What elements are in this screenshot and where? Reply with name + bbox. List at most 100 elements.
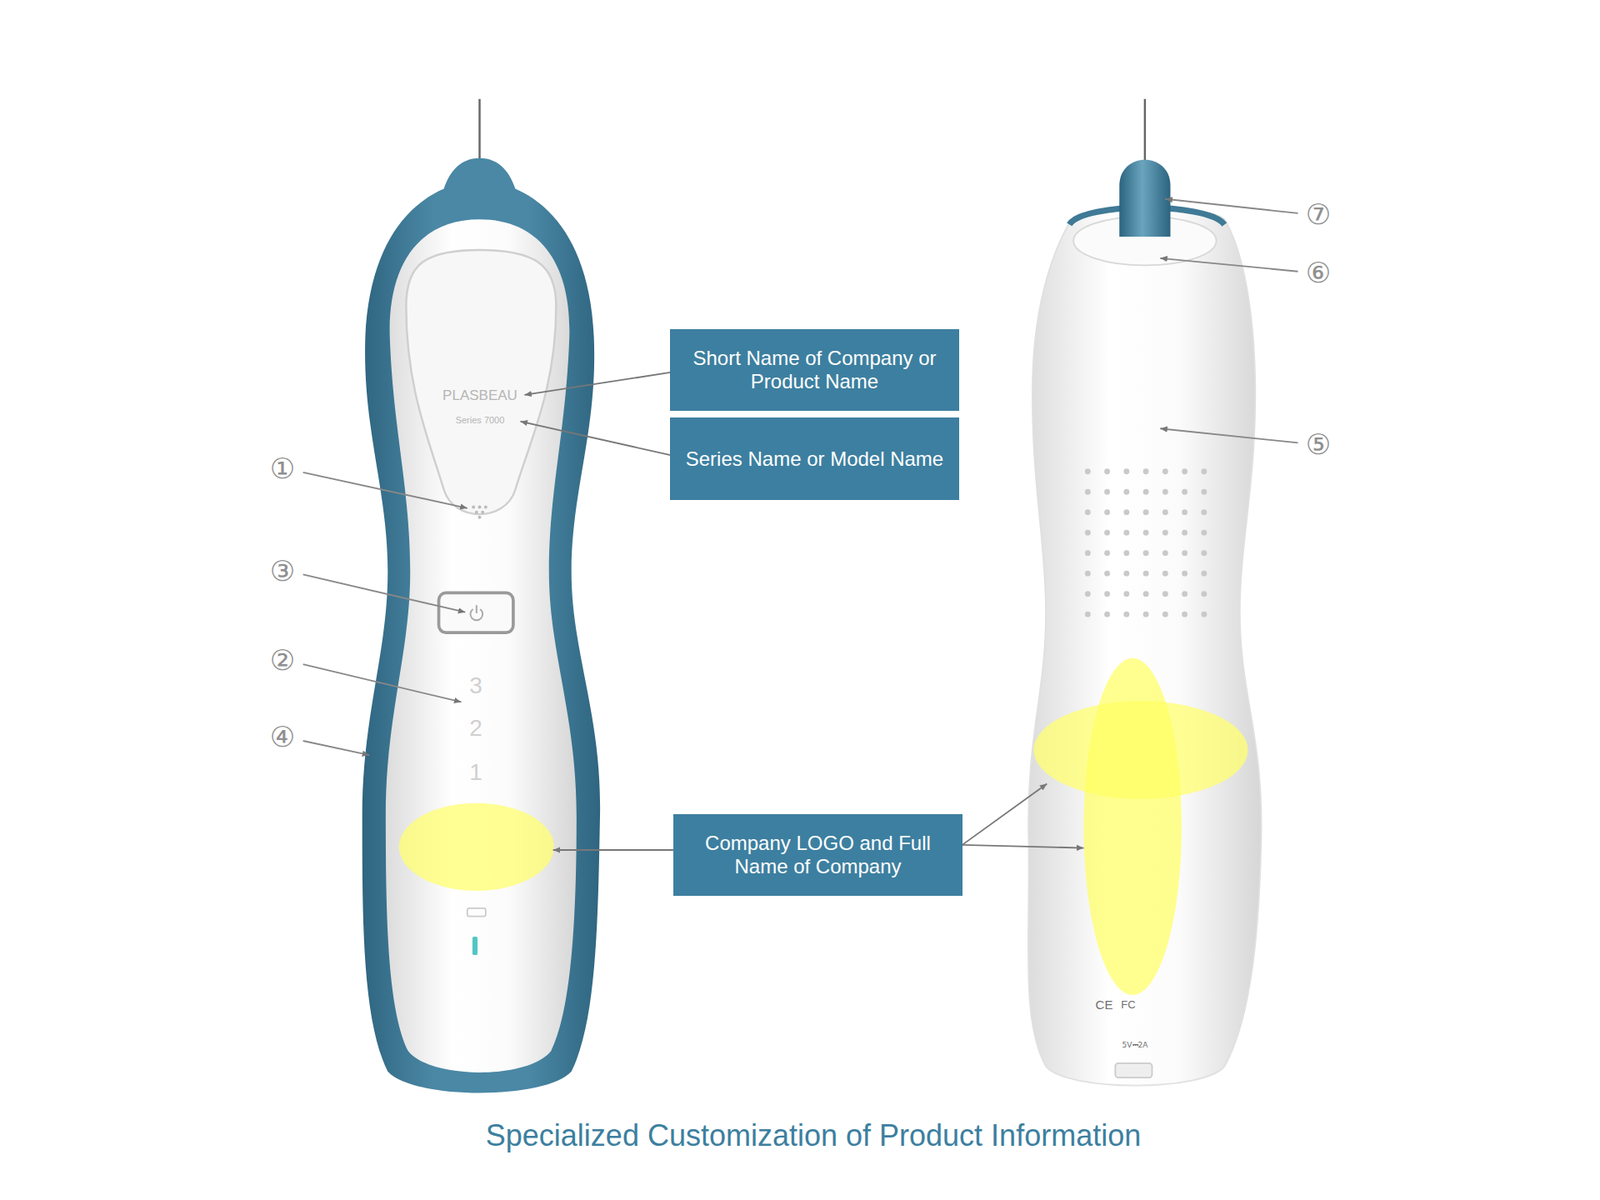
vent-hole [1143, 570, 1150, 577]
callout-number: ② [270, 645, 295, 676]
callout-leaders [303, 199, 1299, 755]
level-number: 1 [469, 760, 483, 786]
vent-hole [1104, 530, 1110, 536]
indicator-led [472, 936, 478, 955]
vent-hole [1123, 611, 1130, 618]
vent-hole [1104, 590, 1110, 597]
product-name: PLASBEAU [442, 388, 518, 405]
vent-hole [1181, 509, 1188, 515]
vent-hole [1123, 509, 1130, 515]
vent-hole [1181, 590, 1188, 597]
vent-hole [1104, 509, 1110, 515]
vent-hole [1181, 489, 1188, 495]
vent-hole [1200, 590, 1207, 597]
callout-number: ⑥ [1305, 257, 1331, 289]
back-view [1028, 99, 1262, 1086]
box-label: Company LOGO and Full Name of Company [685, 831, 951, 878]
label-box: Company LOGO and Full Name of Company [673, 814, 963, 896]
vent-hole [1085, 590, 1091, 597]
vent-hole [1104, 550, 1110, 556]
vent-holes [1085, 468, 1207, 617]
caption: Specialized Customization of Product Inf… [485, 1119, 1141, 1153]
vent-hole [1085, 570, 1091, 577]
vent-hole [1123, 530, 1130, 536]
vent-hole [1200, 570, 1207, 577]
callout-number: ④ [270, 721, 295, 753]
vent-hole [1143, 509, 1150, 515]
vent-hole [1104, 468, 1110, 475]
vent-hole [1162, 611, 1169, 618]
box-label: Short Name of Company or Product Name [681, 346, 948, 393]
needle [1144, 99, 1146, 164]
vent-hole [1123, 590, 1130, 597]
vent-hole [1123, 468, 1130, 475]
power-rating: 5V⎓2A [1122, 1041, 1149, 1050]
callout-number: ① [270, 453, 295, 485]
white-housing [1028, 207, 1262, 1085]
logo-area [1083, 658, 1182, 995]
vent-hole [1162, 550, 1169, 556]
vent-hole [1162, 570, 1169, 577]
needle [478, 99, 480, 164]
label-box: Series Name or Model Name [670, 417, 960, 500]
vent-hole [1181, 530, 1188, 536]
callout-number: ⑦ [1305, 199, 1331, 230]
lens-window [405, 250, 556, 515]
power-button [439, 592, 514, 633]
vent-hole [1181, 611, 1188, 618]
certification-mark: FC [1120, 999, 1135, 1011]
white-panel [385, 219, 577, 1073]
box-text: Company LOGO and Full Name of Company [685, 831, 951, 878]
vent-hole [1200, 530, 1207, 536]
vent-hole [1123, 489, 1130, 495]
vent-hole [1104, 611, 1110, 618]
box-label: Series Name or Model Name [685, 447, 944, 471]
series-name: Series 7000 [455, 415, 505, 425]
vent-hole [1085, 468, 1091, 475]
box-leaders [520, 372, 1084, 850]
certification-mark: CE [1095, 998, 1114, 1013]
vent-hole [1143, 489, 1150, 495]
vent-hole [1162, 468, 1169, 475]
vent-hole [1085, 611, 1091, 618]
label-box: Short Name of Company or Product Name [670, 329, 960, 411]
logo-area [399, 803, 555, 891]
vent-hole [1085, 550, 1091, 556]
callout-number: ⑤ [1305, 429, 1331, 460]
vent-hole [1181, 550, 1188, 556]
sensor-icon [471, 505, 488, 520]
vent-hole [1162, 489, 1169, 495]
blue-housing [362, 158, 600, 1094]
callout-number: ③ [270, 555, 295, 587]
vent-hole [1200, 489, 1207, 495]
vent-hole [1104, 489, 1110, 495]
vent-hole [1162, 509, 1169, 515]
vent-hole [1200, 509, 1207, 515]
vent-hole [1143, 590, 1150, 597]
vent-hole [1181, 570, 1188, 577]
vent-hole [1085, 530, 1091, 536]
battery-icon [467, 908, 486, 917]
vent-hole [1200, 611, 1207, 618]
vent-hole [1143, 468, 1150, 475]
vent-hole [1181, 468, 1188, 475]
level-number: 2 [469, 715, 483, 742]
vent-hole [1162, 590, 1169, 597]
level-number: 3 [469, 673, 483, 700]
vent-hole [1200, 468, 1207, 475]
vent-hole [1143, 550, 1150, 556]
vent-hole [1143, 530, 1150, 536]
box-text: Short Name of Company or Product Name [681, 346, 948, 393]
vent-hole [1123, 570, 1130, 577]
vent-hole [1162, 530, 1169, 536]
vent-hole [1085, 509, 1091, 515]
nozzle [1119, 160, 1170, 237]
vent-hole [1104, 570, 1110, 577]
box-text: Series Name or Model Name [685, 447, 944, 471]
vent-hole [1200, 550, 1207, 556]
vent-hole [1123, 550, 1130, 556]
vent-hole [1085, 489, 1091, 495]
vent-hole [1143, 611, 1150, 618]
charging-port [1115, 1063, 1152, 1078]
